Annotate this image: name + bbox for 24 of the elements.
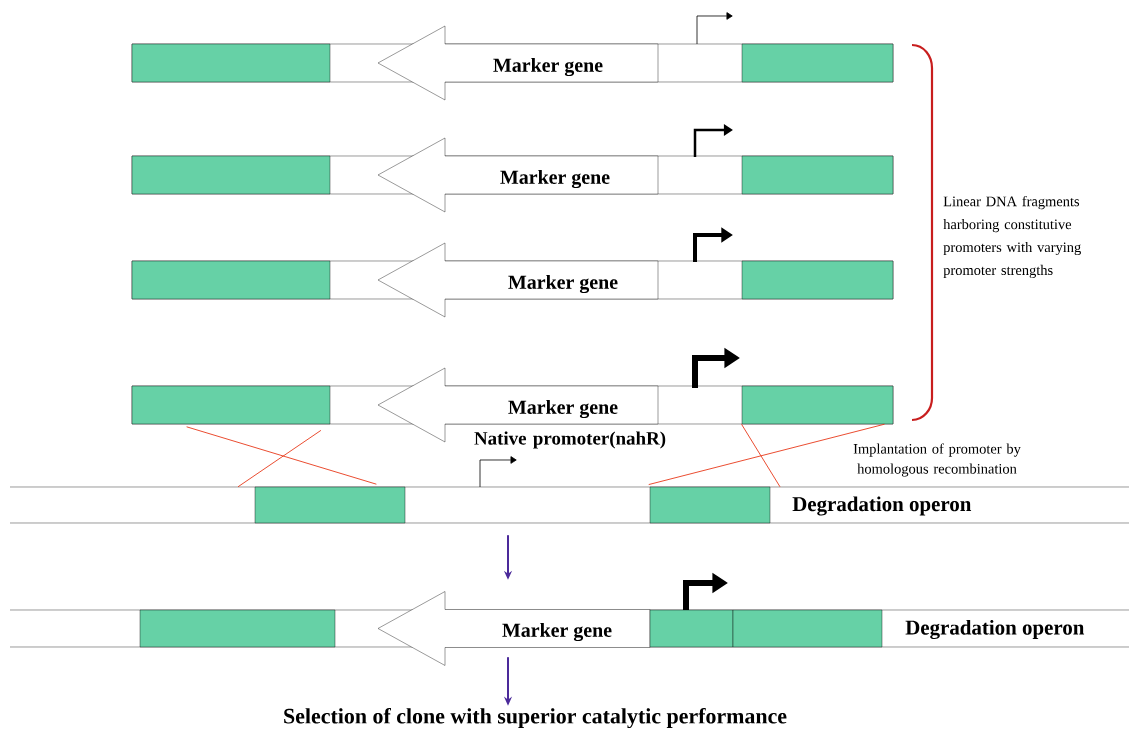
crossover-line <box>237 429 322 488</box>
gene-block: Marker gene <box>377 591 651 666</box>
homology-box <box>741 260 894 300</box>
homology-box <box>254 486 406 524</box>
homology-box <box>131 260 331 300</box>
annotation-text: Linear DNA fragments harboring constitutive promoters with varying promoter strengths <box>943 196 1081 278</box>
homology-box <box>139 609 336 648</box>
gene-block: Marker gene <box>377 242 659 318</box>
homology-box <box>131 385 331 425</box>
homology-box <box>732 609 883 648</box>
homology-box <box>649 486 771 524</box>
annotation-text: Implantation of promoter by homologous recombination <box>853 443 1021 477</box>
homology-box <box>131 43 331 83</box>
gene-block: Marker gene <box>377 137 659 213</box>
homology-box <box>741 155 894 195</box>
result-text: Selection of clone with superior catalytic performance <box>284 707 787 729</box>
crossover-line <box>741 423 781 488</box>
crossover-line <box>648 423 885 485</box>
homology-box <box>649 609 734 648</box>
crossover-line <box>186 426 377 485</box>
homology-box <box>131 155 331 195</box>
homology-box <box>741 385 894 425</box>
homology-box <box>741 43 894 83</box>
gene-block: Marker gene <box>377 25 659 101</box>
